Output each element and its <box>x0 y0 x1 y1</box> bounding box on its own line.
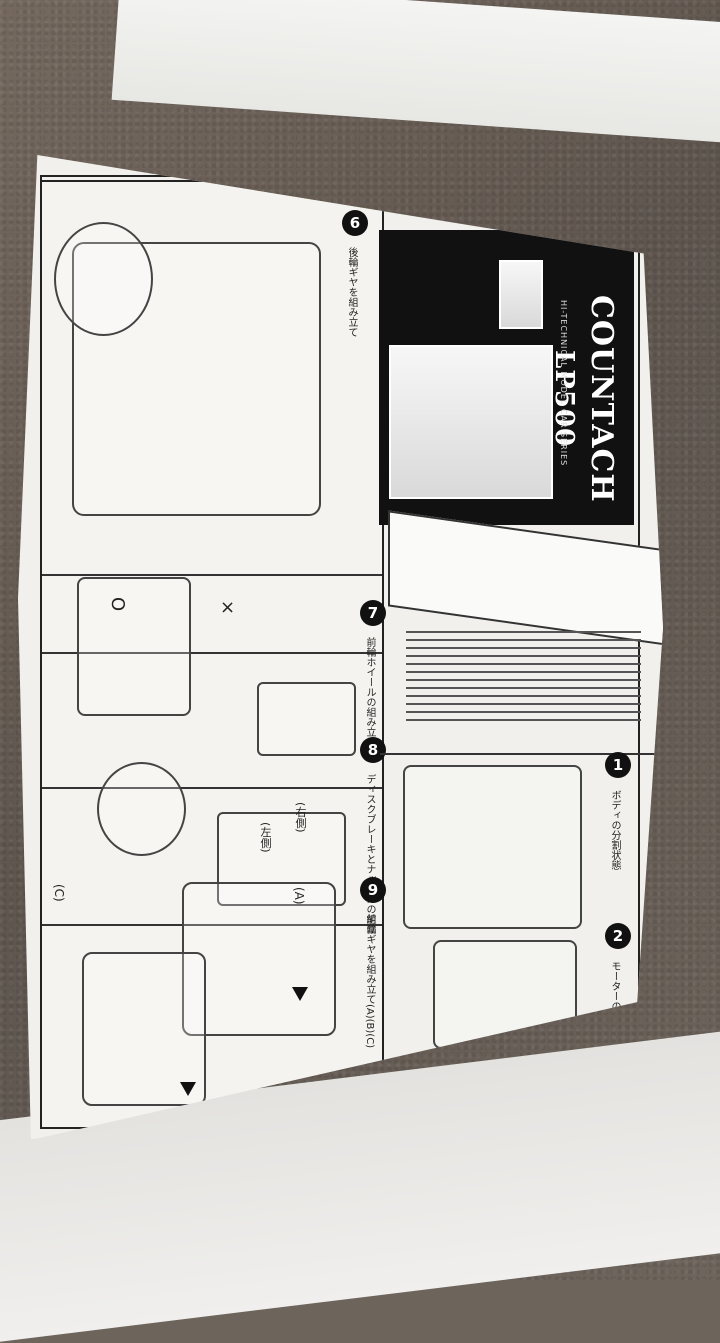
step-badge-8: 8 <box>360 737 386 763</box>
title-sub: LP500 <box>549 350 579 448</box>
step-number: 8 <box>367 741 379 759</box>
tire-guide-diagram <box>77 577 191 716</box>
title-main: COUNTACH <box>584 295 619 503</box>
callout-c: (C) <box>52 884 66 902</box>
step-number: 1 <box>612 756 624 774</box>
panel-divider-4 <box>42 924 382 926</box>
disc-brake-diagram <box>217 812 346 906</box>
knuckle-detail-circle <box>97 762 186 856</box>
panel-divider-1 <box>42 574 382 576</box>
car-photo-small <box>499 260 543 329</box>
wheel-detail-circle <box>54 222 153 336</box>
right-divider <box>380 753 663 755</box>
body-split-diagram <box>403 765 582 929</box>
intro-text-block <box>406 625 641 740</box>
step-badge-6: 6 <box>342 210 368 236</box>
step-label-2: モーターの組み立て <box>609 961 620 1051</box>
step-badge-2: 2 <box>605 923 631 949</box>
step-label-8: ディスクブレーキとナックルの組立 <box>364 774 375 934</box>
step-label-6: 後輪ギヤを組み立て <box>346 247 357 337</box>
instruction-sheet: 6 後輪ギヤを組み立て 7 前輪ホイールの組み立て 8 ディスクブレーキとナック… <box>18 155 663 1140</box>
front-gear-diagram-c <box>82 952 206 1106</box>
step-number: 2 <box>612 927 624 945</box>
panel-divider-3 <box>42 787 382 789</box>
o-mark: O <box>107 597 128 612</box>
step-badge-7: 7 <box>360 600 386 626</box>
series-name: HI-TECHNICAL MODEL CAR SERIES <box>559 300 568 467</box>
front-wheel-diagram <box>257 682 356 756</box>
step-label-9: 前輪ギヤを組み立て(A)(B)(C) <box>364 914 375 1049</box>
step-badge-9: 9 <box>360 877 386 903</box>
step-number: 7 <box>367 604 379 622</box>
step-badge-1: 1 <box>605 752 631 778</box>
title-panel: COUNTACH LP500 HI-TECHNICAL MODEL CAR SE… <box>379 230 634 525</box>
step-label-1: ボディの分割状態 <box>609 790 620 870</box>
step-number: 6 <box>349 214 361 232</box>
panel-divider-2 <box>42 652 382 654</box>
car-photo-main <box>389 345 553 499</box>
x-mark: × <box>217 597 238 618</box>
side-left: (左側) <box>259 822 272 853</box>
step-number: 9 <box>367 881 379 899</box>
side-right: (右側) <box>294 802 307 833</box>
direction-arrow-2 <box>180 1082 196 1096</box>
front-gear-diagram-a <box>182 882 336 1036</box>
step-label-7: 前輪ホイールの組み立て <box>364 637 375 747</box>
direction-arrow-1 <box>292 987 308 1001</box>
left-instruction-column: 6 後輪ギヤを組み立て 7 前輪ホイールの組み立て 8 ディスクブレーキとナック… <box>40 180 386 1129</box>
callout-a: (A) <box>292 887 306 905</box>
